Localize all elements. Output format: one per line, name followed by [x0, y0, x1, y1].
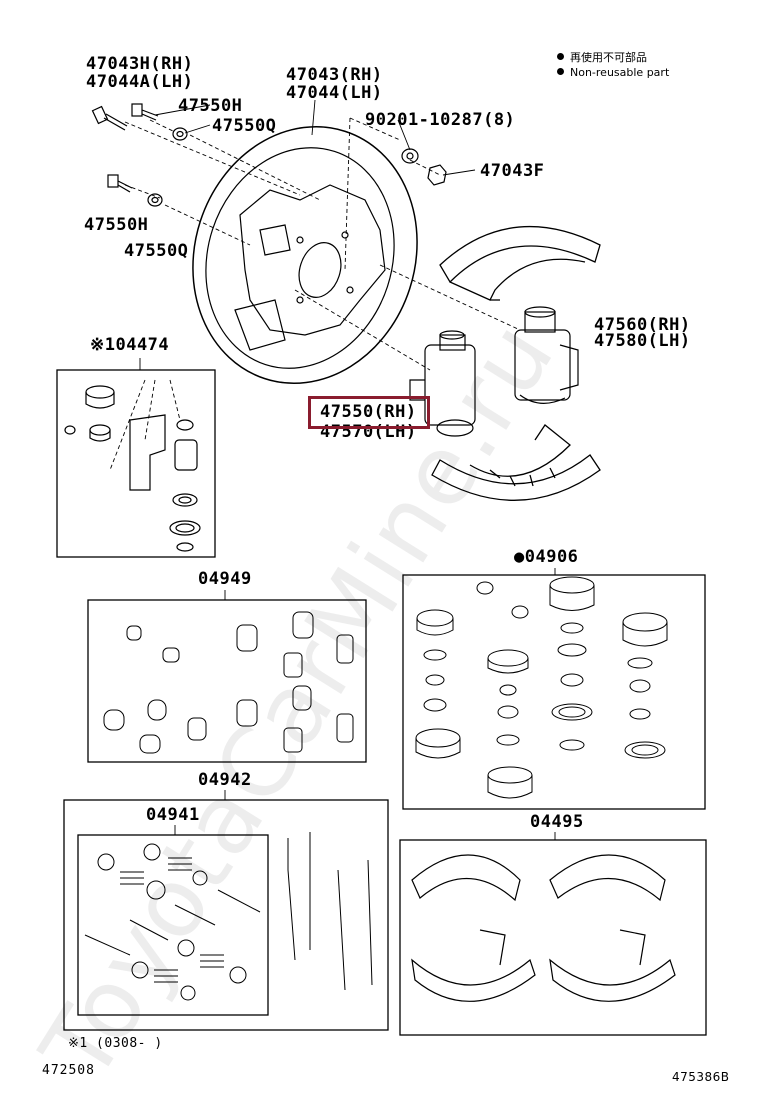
- legend-line-en: Non-reusable part: [557, 65, 669, 80]
- label-47580[interactable]: 47580(LH): [594, 331, 691, 351]
- legend-line-jp: 再使用不可部品: [557, 50, 669, 65]
- label-04495[interactable]: 04495: [530, 812, 584, 832]
- kit-04906-box: [402, 574, 706, 810]
- legend: 再使用不可部品 Non-reusable part: [557, 50, 669, 80]
- kit-04495-box: [399, 839, 707, 1036]
- highlight-box: [308, 396, 430, 429]
- label-04942[interactable]: 04942: [198, 770, 252, 790]
- label-04949[interactable]: 04949: [198, 569, 252, 589]
- solid-leaders: [139, 99, 556, 840]
- page-code-left: 472508: [42, 1063, 95, 1078]
- label-47043[interactable]: 47043(RH): [286, 65, 383, 85]
- label-47043f[interactable]: 47043F: [480, 161, 545, 181]
- label-47550q-upper[interactable]: 47550Q: [212, 116, 277, 136]
- fasteners: [91, 103, 447, 207]
- label-47550q-lower[interactable]: 47550Q: [124, 241, 189, 261]
- label-04906[interactable]: ●04906: [514, 547, 579, 567]
- bullet-icon: [557, 68, 564, 75]
- label-04474[interactable]: ※104474: [90, 335, 170, 355]
- wheel-cylinder-front: [409, 330, 476, 437]
- brake-shoe-lower: [431, 424, 601, 501]
- kit-04942-box: [63, 799, 389, 1031]
- label-47044[interactable]: 47044(LH): [286, 83, 383, 103]
- brake-shoe-upper: [439, 225, 601, 301]
- leader-lines: [109, 117, 521, 471]
- label-47550h-lower[interactable]: 47550H: [84, 215, 149, 235]
- kit-04474-box: [56, 369, 216, 558]
- label-47044a[interactable]: 47044A(LH): [86, 72, 194, 92]
- wheel-cylinder-rear: [514, 306, 579, 404]
- label-04941[interactable]: 04941: [146, 805, 200, 825]
- label-47560[interactable]: 47560(RH): [594, 315, 691, 335]
- page-code-right: 475386B: [672, 1070, 730, 1084]
- footnote: ※1 (0308- ): [68, 1036, 163, 1051]
- label-90201-10287[interactable]: 90201-10287(8): [365, 110, 516, 130]
- kit-04949-box: [87, 599, 367, 763]
- backing-plate: [192, 126, 418, 384]
- bullet-icon: [557, 53, 564, 60]
- label-47550h-upper[interactable]: 47550H: [178, 96, 243, 116]
- label-47043h[interactable]: 47043H(RH): [86, 54, 194, 74]
- label-47550[interactable]: 47550(RH): [320, 402, 417, 422]
